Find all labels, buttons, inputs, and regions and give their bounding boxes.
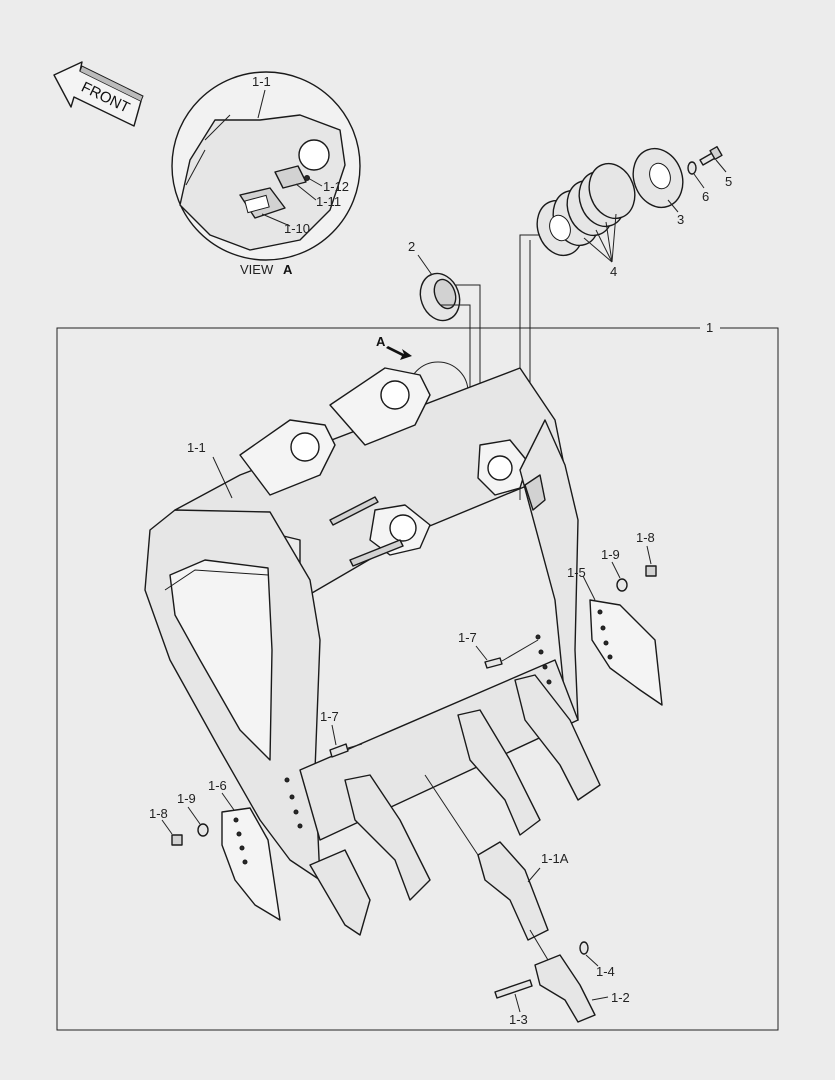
callout-view-arrow-a: A	[376, 334, 386, 349]
bolt-1-7-left	[329, 724, 363, 758]
callout-2: 2	[408, 239, 415, 254]
callout-1-2: 1-2	[611, 990, 630, 1005]
bolt-part-5	[699, 145, 727, 173]
callout-1-1A: 1-1A	[541, 851, 569, 866]
callout-1-7-right: 1-7	[458, 630, 477, 645]
washer-1-9-right	[611, 561, 628, 592]
callout-1-10: 1-10	[284, 221, 310, 236]
tooth-adapters	[309, 674, 601, 936]
lock-1-4	[579, 941, 599, 967]
callout-1-9-left: 1-9	[177, 791, 196, 806]
view-caption: VIEW	[240, 262, 274, 277]
callout-1: 1	[706, 320, 713, 335]
callout-1-3: 1-3	[509, 1012, 528, 1027]
view-letter: A	[283, 262, 293, 277]
callout-1-8-left: 1-8	[149, 806, 168, 821]
front-arrow: FRONT	[53, 61, 144, 127]
side-cutter-1-6	[221, 792, 281, 921]
side-cutter-1-5	[582, 575, 663, 706]
callout-4: 4	[610, 264, 617, 279]
callout-1-6: 1-6	[208, 778, 227, 793]
callout-1-1: 1-1	[187, 440, 206, 455]
callout-1-5: 1-5	[567, 565, 586, 580]
callout-1-11: 1-11	[316, 194, 341, 209]
bolt-1-7-right	[475, 639, 539, 669]
callout-1-8-right: 1-8	[636, 530, 655, 545]
callout-1-12: 1-12	[323, 179, 349, 194]
callout-1-4: 1-4	[596, 964, 615, 979]
shims-part-4	[536, 162, 636, 263]
view-a-arrow	[386, 346, 412, 360]
assembly-frame	[56, 327, 779, 1031]
callout-5: 5	[725, 174, 732, 189]
callout-1-1-view: 1-1	[252, 74, 271, 89]
callout-3: 3	[677, 212, 684, 227]
nut-1-8-left	[161, 819, 183, 846]
bushing-part-2	[417, 254, 461, 322]
washer-part-6	[687, 161, 705, 189]
callout-1-7-left: 1-7	[320, 709, 339, 724]
washer-1-9-left	[187, 806, 209, 837]
tooth-point-1-2	[534, 954, 609, 1023]
plate-part-3	[632, 147, 684, 213]
pin-1-3	[494, 979, 533, 1013]
nut-1-8-right	[645, 545, 657, 577]
adapter-1-1A	[424, 774, 549, 941]
callout-6: 6	[702, 189, 709, 204]
callout-1-9-right: 1-9	[601, 547, 620, 562]
view-a-detail	[171, 71, 361, 261]
